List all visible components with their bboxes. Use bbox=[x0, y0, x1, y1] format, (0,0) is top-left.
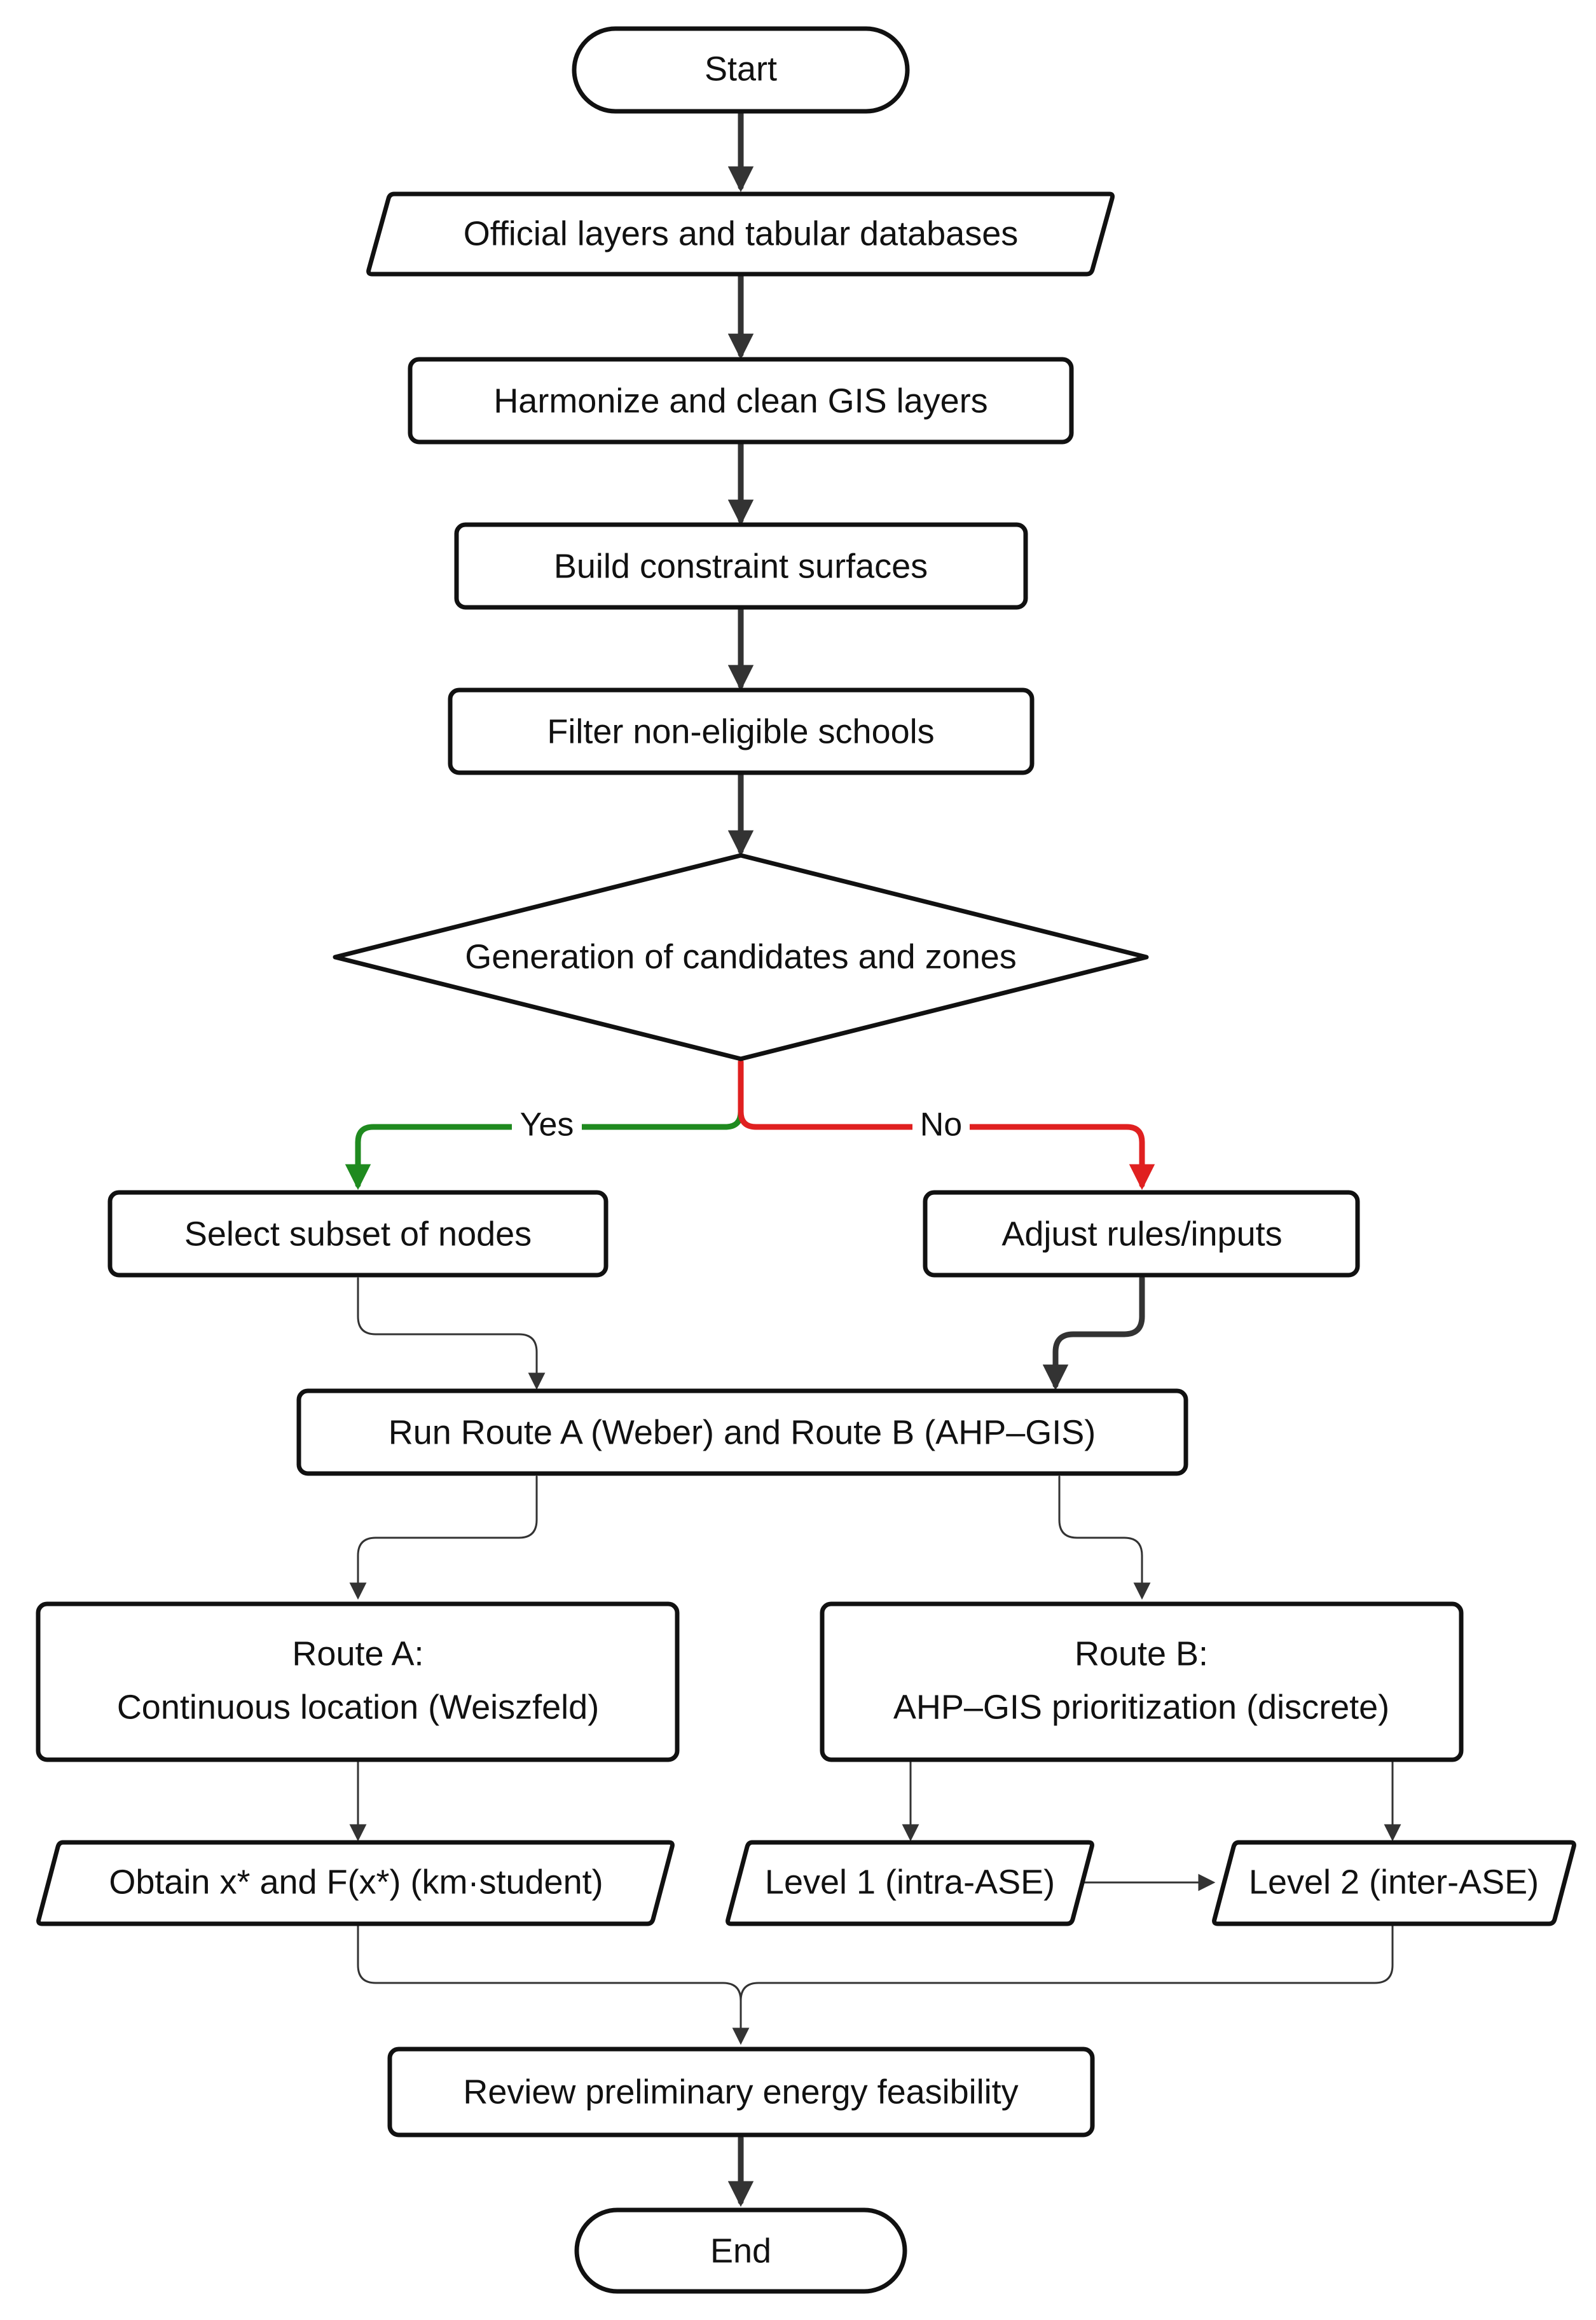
official-layers-node: Official layers and tabular databases bbox=[366, 191, 1115, 277]
constraints-label: Build constraint surfaces bbox=[554, 547, 928, 585]
edge-run-routes-to-route-a bbox=[349, 1475, 538, 1600]
obtain-label: Obtain x* and F(x*) (km·student) bbox=[109, 1863, 603, 1901]
select-subset-label: Select subset of nodes bbox=[184, 1215, 532, 1253]
start-label: Start bbox=[705, 50, 777, 88]
end-label: End bbox=[710, 2232, 771, 2270]
route-a-description: Continuous location (Weiszfeld) bbox=[117, 1688, 599, 1726]
edge-labels: Yes No bbox=[512, 1107, 970, 1147]
harmonize-label: Harmonize and clean GIS layers bbox=[493, 382, 987, 420]
select-subset-node: Select subset of nodes bbox=[107, 1190, 609, 1278]
adjust-rules-node: Adjust rules/inputs bbox=[923, 1190, 1360, 1278]
level-1-label: Level 1 (intra-ASE) bbox=[765, 1863, 1055, 1901]
official-layers-label: Official layers and tabular databases bbox=[464, 214, 1019, 252]
harmonize-node: Harmonize and clean GIS layers bbox=[408, 357, 1074, 445]
route-b-title: Route B: bbox=[1075, 1634, 1208, 1673]
edge-level-2-to-review bbox=[740, 1924, 1394, 2002]
review-label: Review preliminary energy feasibility bbox=[463, 2073, 1018, 2111]
yes-label: Yes bbox=[520, 1107, 574, 1143]
run-routes-node: Run Route A (Weber) and Route B (AHP–GIS… bbox=[296, 1388, 1188, 1476]
route-b-node: Route B: AHP–GIS prioritization (discret… bbox=[820, 1601, 1464, 1762]
no-label-bg bbox=[912, 1107, 970, 1147]
yes-label-bg bbox=[512, 1107, 582, 1147]
obtain-node: Obtain x* and F(x*) (km·student) bbox=[36, 1840, 675, 1926]
end-node: End bbox=[574, 2207, 907, 2294]
level-2-node: Level 2 (inter-ASE) bbox=[1212, 1840, 1576, 1926]
edge-adjust-rules-to-run-routes bbox=[1042, 1275, 1145, 1391]
edge-run-routes-to-route-b bbox=[1058, 1475, 1151, 1600]
level-1-node: Level 1 (intra-ASE) bbox=[726, 1840, 1094, 1926]
route-a-node: Route A: Continuous location (Weiszfeld) bbox=[36, 1601, 680, 1762]
route-b-description: AHP–GIS prioritization (discrete) bbox=[893, 1688, 1389, 1726]
run-routes-label: Run Route A (Weber) and Route B (AHP–GIS… bbox=[389, 1413, 1096, 1451]
no-label: No bbox=[920, 1107, 962, 1143]
edge-obtain-to-review bbox=[357, 1924, 750, 2045]
level-2-label: Level 2 (inter-ASE) bbox=[1249, 1863, 1539, 1901]
edge-select-subset-to-run-routes bbox=[357, 1277, 546, 1390]
filter-label: Filter non-eligible schools bbox=[547, 712, 934, 750]
constraints-node: Build constraint surfaces bbox=[454, 522, 1028, 610]
adjust-rules-label: Adjust rules/inputs bbox=[1001, 1215, 1282, 1253]
review-node: Review preliminary energy feasibility bbox=[387, 2047, 1095, 2137]
start-node: Start bbox=[572, 26, 910, 114]
generation-label: Generation of candidates and zones bbox=[465, 937, 1017, 976]
route-a-title: Route A: bbox=[292, 1634, 423, 1673]
generation-decision-node: Generation of candidates and zones bbox=[333, 853, 1149, 1061]
filter-node: Filter non-eligible schools bbox=[448, 687, 1035, 775]
